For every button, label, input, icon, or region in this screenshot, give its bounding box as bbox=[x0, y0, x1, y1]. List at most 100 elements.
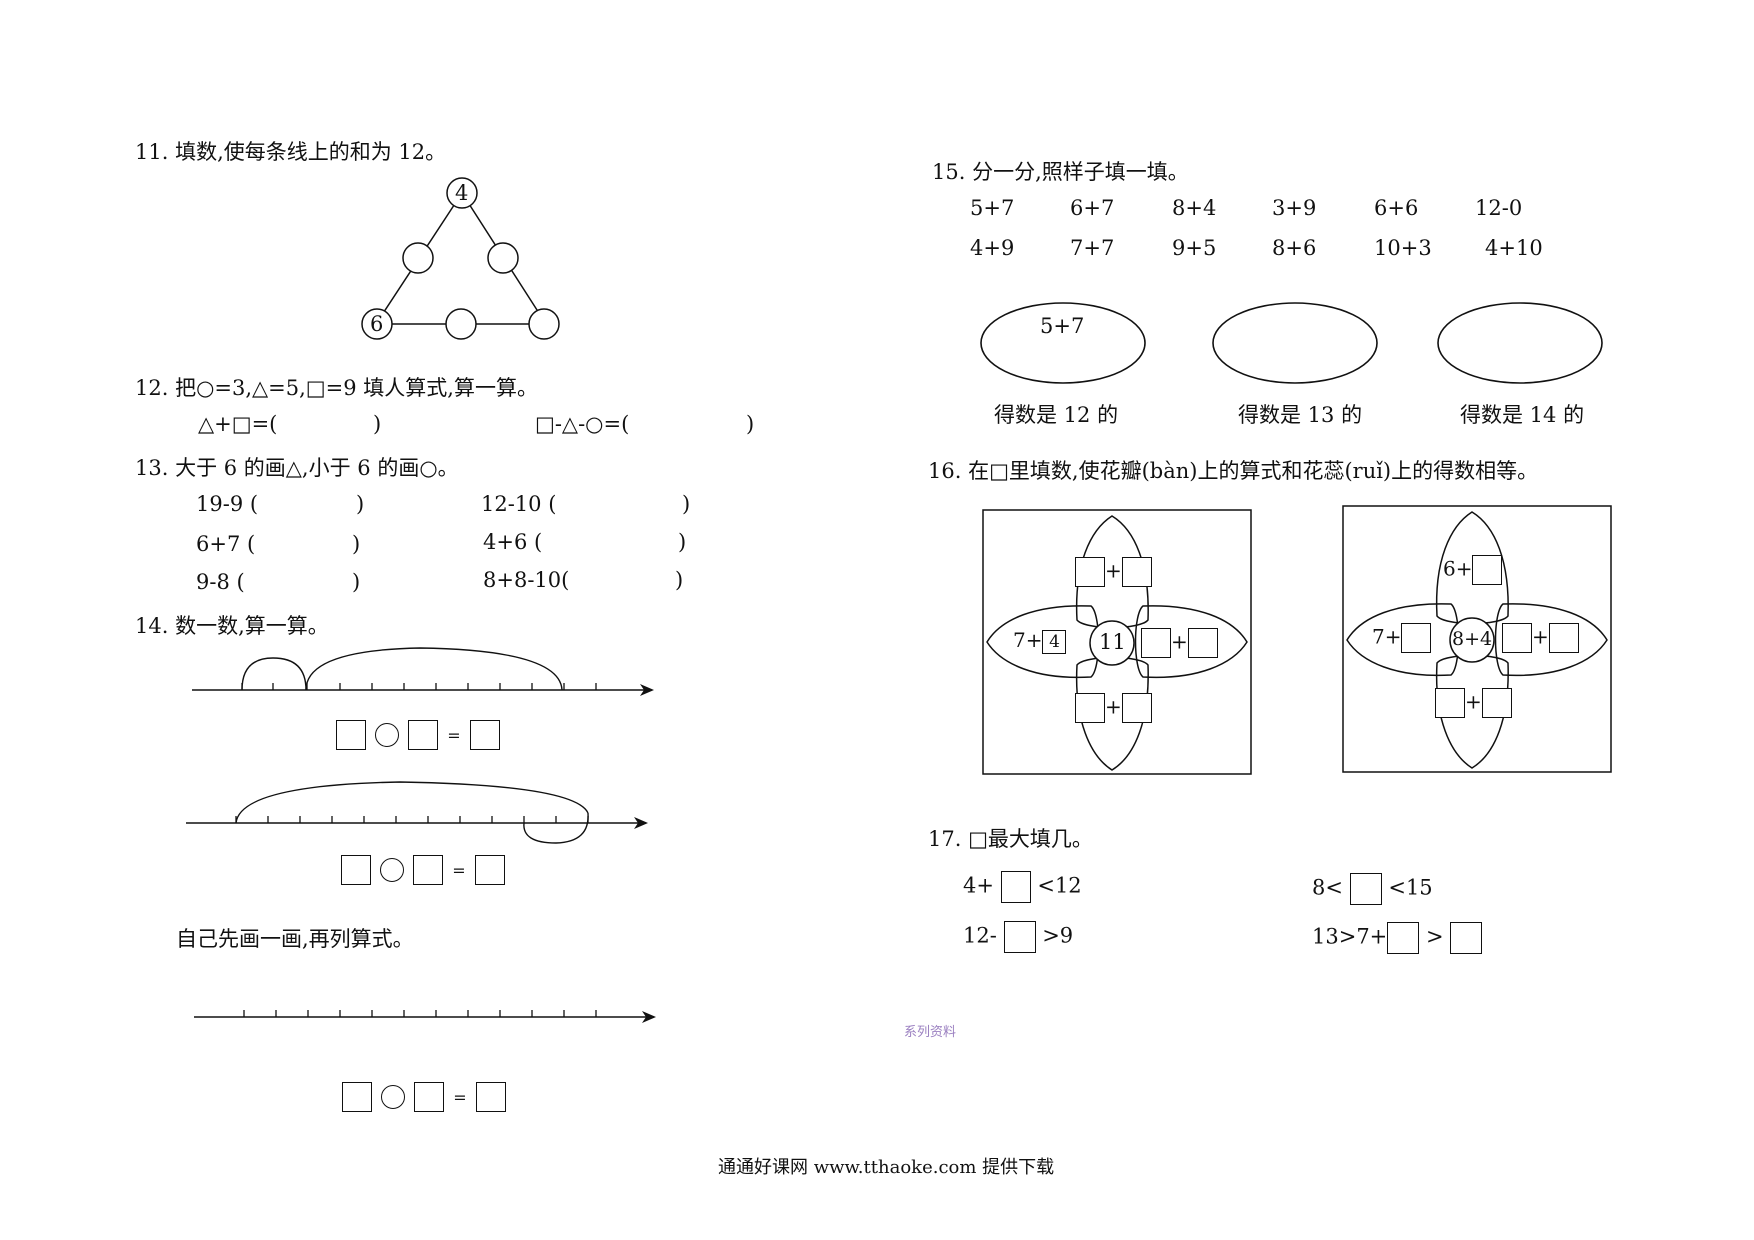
q16-f1-right-petal: + bbox=[1141, 628, 1218, 658]
q15-expr: 5+7 bbox=[970, 196, 1015, 220]
q15-expr: 6+7 bbox=[1070, 196, 1115, 220]
q11-top-value: 4 bbox=[455, 181, 469, 205]
answer-box[interactable] bbox=[1450, 922, 1483, 954]
answer-box[interactable] bbox=[1502, 623, 1532, 653]
q11-bottom-left-value: 6 bbox=[370, 312, 384, 336]
q15-expr: 8+6 bbox=[1272, 236, 1317, 260]
answer-box[interactable] bbox=[1121, 557, 1152, 587]
q11-circle-left-mid bbox=[402, 242, 434, 274]
answer-box[interactable] bbox=[1121, 693, 1152, 723]
footer-text: 通通好课网 www.tthaoke.com 提供下载 bbox=[718, 1157, 1055, 1178]
q11-circle-top bbox=[446, 177, 478, 209]
q15-expr: 12-0 bbox=[1475, 196, 1523, 220]
q15-caption-14: 得数是 14 的 bbox=[1460, 403, 1585, 427]
answer-box[interactable] bbox=[341, 855, 371, 885]
q15-ovals bbox=[0, 0, 1603, 384]
q11-triangle-diagram bbox=[0, 0, 560, 340]
q13-item-1-close: ) bbox=[356, 492, 365, 516]
q13-item-5-close: ) bbox=[352, 570, 361, 594]
q16-f1-center: 11 bbox=[1099, 630, 1126, 654]
q16-f1-bottom-petal: + bbox=[1075, 693, 1152, 723]
q16-f1-top-petal: + bbox=[1075, 557, 1152, 587]
q17-c: 12- >9 bbox=[963, 921, 1073, 953]
q16-f2-center: 8+4 bbox=[1452, 628, 1493, 650]
equals-sign: = bbox=[452, 860, 466, 880]
q15-expr: 10+3 bbox=[1374, 236, 1432, 260]
answer-box[interactable] bbox=[1075, 693, 1105, 723]
q13-item-3: 6+7 ( bbox=[196, 532, 256, 556]
answer-box[interactable] bbox=[1075, 557, 1105, 587]
filled-box: 4 bbox=[1042, 629, 1067, 654]
q14-equation-1: = bbox=[336, 720, 500, 750]
q11-title: 11. 填数,使每条线上的和为 12。 bbox=[135, 140, 447, 164]
q16-flower-1 bbox=[982, 509, 1252, 775]
answer-box[interactable] bbox=[474, 855, 505, 885]
q17-a: 4+ <12 bbox=[963, 871, 1082, 903]
operator-circle[interactable] bbox=[380, 858, 405, 882]
q17-d: 13>7+ > bbox=[1312, 922, 1483, 954]
q16-f2-top-petal: 6+ bbox=[1443, 555, 1503, 585]
answer-box[interactable] bbox=[1387, 922, 1420, 954]
answer-box[interactable] bbox=[1435, 688, 1465, 718]
q16-f2-left-petal: 7+ bbox=[1372, 623, 1432, 653]
q16-f2-bottom-petal: + bbox=[1435, 688, 1512, 718]
q13-item-6: 8+8-10( bbox=[483, 568, 570, 592]
q12-title: 12. 把○=3,△=5,□=9 填人算式,算一算。 bbox=[135, 376, 538, 400]
q13-item-2: 12-10 ( bbox=[481, 492, 557, 516]
q11-circle-bottom-right bbox=[528, 308, 560, 340]
q15-oval-12 bbox=[980, 302, 1146, 384]
answer-box[interactable] bbox=[1401, 623, 1432, 653]
q14-ticks-2 bbox=[235, 816, 589, 823]
answer-box[interactable] bbox=[1349, 873, 1382, 905]
q15-expr: 4+9 bbox=[970, 236, 1015, 260]
q14-self-draw-instruction: 自己先画一画,再列算式。 bbox=[176, 927, 414, 951]
answer-box[interactable] bbox=[1187, 628, 1218, 658]
answer-box[interactable] bbox=[1472, 555, 1503, 585]
q13-item-3-close: ) bbox=[352, 532, 361, 556]
q14-equation-2: = bbox=[341, 855, 505, 885]
answer-box[interactable] bbox=[413, 855, 444, 885]
q13-item-2-close: ) bbox=[682, 492, 691, 516]
q13-item-6-close: ) bbox=[675, 568, 684, 592]
q14-arc-2a bbox=[235, 781, 589, 824]
q15-caption-12: 得数是 12 的 bbox=[994, 403, 1119, 427]
answer-box[interactable] bbox=[1000, 871, 1031, 903]
q12-expr2-close: ) bbox=[746, 412, 755, 436]
q12-expr1: △+□=( bbox=[198, 412, 278, 436]
q15-title: 15. 分一分,照样子填一填。 bbox=[932, 160, 1189, 184]
q11-circle-right-mid bbox=[487, 242, 519, 274]
q12-expr1-close: ) bbox=[373, 412, 382, 436]
q13-item-4-close: ) bbox=[678, 530, 687, 554]
q14-arc-2b bbox=[523, 812, 589, 844]
q15-oval-14 bbox=[1437, 302, 1603, 384]
q14-title: 14. 数一数,算一算。 bbox=[135, 614, 329, 638]
q16-flower-2 bbox=[1342, 505, 1612, 773]
answer-box[interactable] bbox=[475, 1082, 506, 1112]
q15-expr: 4+10 bbox=[1485, 236, 1543, 260]
q13-item-4: 4+6 ( bbox=[483, 530, 543, 554]
operator-circle[interactable] bbox=[381, 1085, 406, 1109]
answer-box[interactable] bbox=[408, 720, 439, 750]
q15-caption-13: 得数是 13 的 bbox=[1238, 403, 1363, 427]
answer-box[interactable] bbox=[1003, 921, 1036, 953]
operator-circle[interactable] bbox=[375, 723, 400, 747]
equals-sign: = bbox=[447, 725, 461, 745]
answer-box[interactable] bbox=[336, 720, 366, 750]
watermark-text: 系列资料 bbox=[904, 1025, 957, 1040]
answer-box[interactable] bbox=[1481, 688, 1512, 718]
q15-expr: 7+7 bbox=[1070, 236, 1115, 260]
answer-box[interactable] bbox=[1548, 623, 1579, 653]
answer-box[interactable] bbox=[414, 1082, 445, 1112]
q17-b: 8< <15 bbox=[1312, 873, 1433, 905]
answer-box[interactable] bbox=[1141, 628, 1171, 658]
answer-box[interactable] bbox=[469, 720, 500, 750]
answer-box[interactable] bbox=[342, 1082, 372, 1112]
q13-title: 13. 大于 6 的画△,小于 6 的画○。 bbox=[135, 456, 459, 480]
q16-f2-right-petal: + bbox=[1502, 623, 1579, 653]
q15-example: 5+7 bbox=[1040, 314, 1085, 338]
q14-ticks-3 bbox=[243, 1010, 597, 1017]
q11-circle-bottom-mid bbox=[445, 308, 477, 340]
q16-f1-left-petal: 7+4 bbox=[1013, 628, 1067, 654]
q13-item-5: 9-8 ( bbox=[196, 570, 245, 594]
q15-oval-13 bbox=[1212, 302, 1378, 384]
